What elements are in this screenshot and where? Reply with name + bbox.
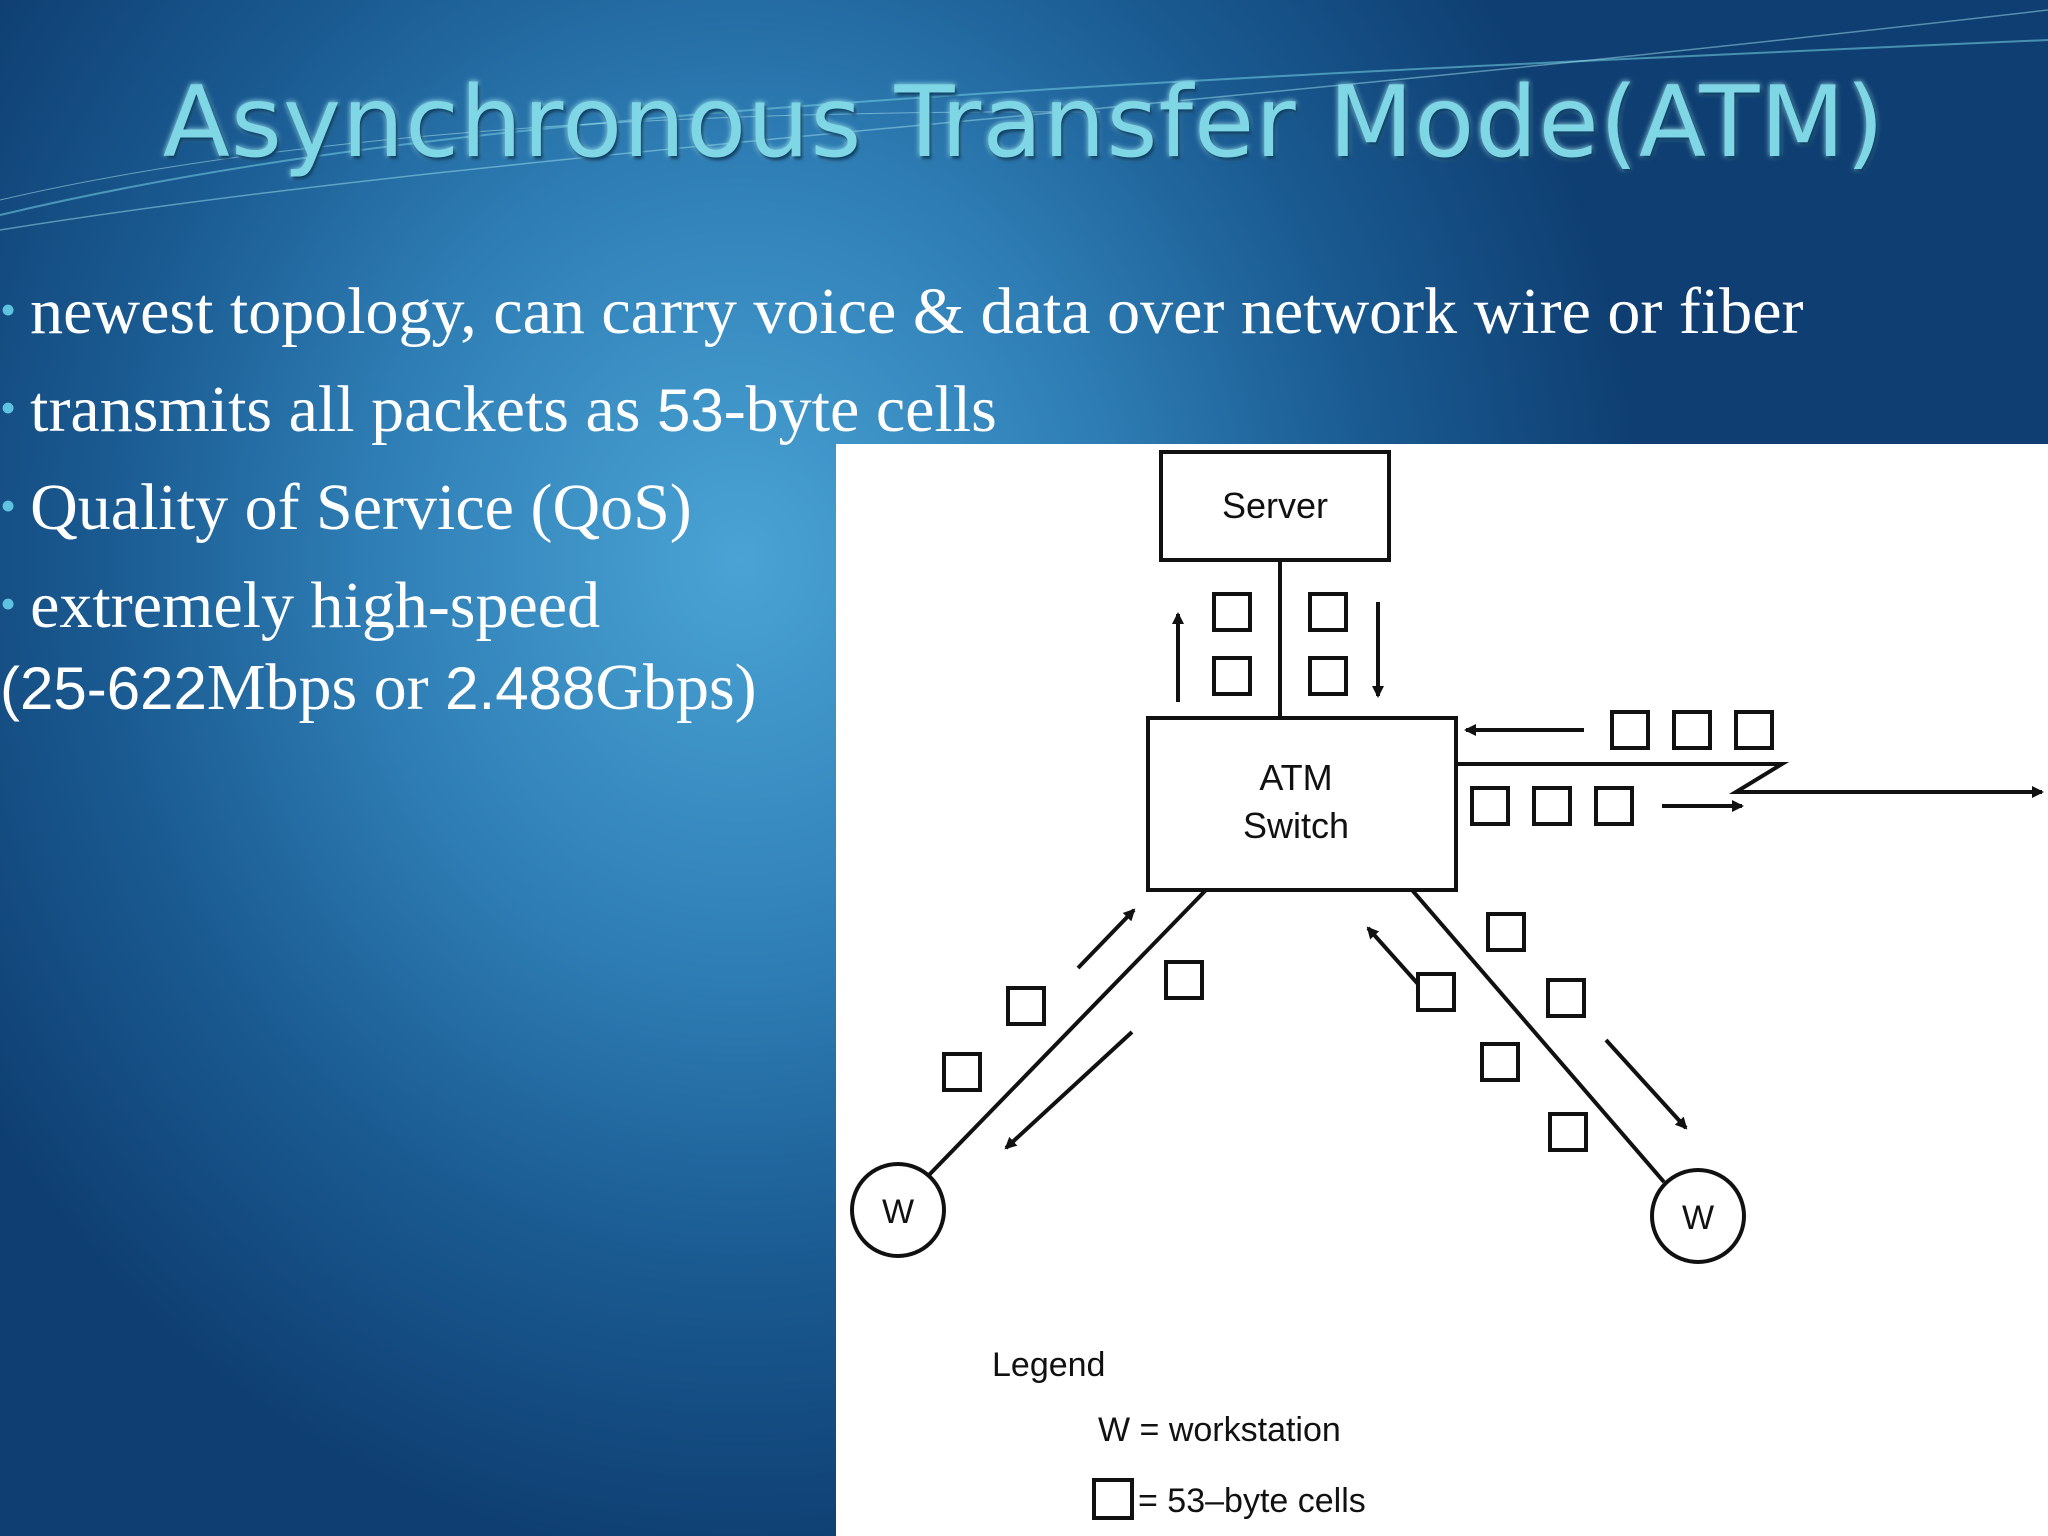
bullet-text: Quality of Service (QoS) bbox=[30, 471, 692, 544]
diagram-canvas: Server ATM Switch bbox=[850, 450, 2044, 1520]
speed-unit: Gbps) bbox=[595, 651, 757, 724]
server-node: Server bbox=[1159, 450, 1391, 562]
bullet-item: • Quality of Service (QoS) bbox=[0, 468, 692, 554]
bullet-dot-icon: • bbox=[0, 480, 17, 531]
left-workstation-link bbox=[926, 888, 1208, 1178]
workstation-right: W bbox=[1650, 1168, 1746, 1264]
workstation-left-label: W bbox=[882, 1193, 914, 1231]
cell-group-server bbox=[1212, 592, 1348, 696]
bullet-item: • newest topology, can carry voice & data… bbox=[0, 272, 1803, 358]
diagonal-down-right-arrow-icon bbox=[1604, 1038, 1688, 1130]
bullet-text: newest topology, can carry voice & data … bbox=[30, 275, 1804, 348]
bullet-dot-icon: • bbox=[0, 578, 17, 629]
bullet-continuation: (25-622Mbps or 2.488Gbps) bbox=[0, 648, 757, 729]
cell-group-left bbox=[942, 960, 1204, 1092]
speed-unit: Mbps or bbox=[206, 651, 446, 724]
bullet-item: • transmits all packets as 53-byte cells bbox=[0, 370, 997, 456]
cell-group-incoming bbox=[1610, 710, 1774, 750]
cell-group-right bbox=[1416, 912, 1588, 1152]
outgoing-link bbox=[1456, 762, 2044, 798]
atm-switch-node: ATM Switch bbox=[1146, 716, 1458, 892]
bullet-number: 53 bbox=[656, 377, 724, 444]
slide-title: Asynchronous Transfer Mode(ATM) bbox=[162, 66, 1886, 180]
bullet-dot-icon: • bbox=[0, 284, 17, 335]
speed-value: 2.488 bbox=[445, 655, 596, 722]
diagram-legend: Legend W = workstation = 53–byte cells bbox=[992, 1346, 1366, 1520]
workstation-right-label: W bbox=[1682, 1199, 1714, 1237]
legend-title: Legend bbox=[992, 1346, 1105, 1384]
legend-cell-icon bbox=[1092, 1478, 1134, 1520]
bullet-dot-icon: • bbox=[0, 382, 17, 433]
bullet-item: • extremely high-speed bbox=[0, 566, 600, 652]
diagonal-up-left-arrow-icon bbox=[1366, 926, 1420, 986]
workstation-left: W bbox=[850, 1162, 946, 1258]
legend-cell: = 53–byte cells bbox=[1138, 1482, 1366, 1520]
decorative-swoosh bbox=[0, 9, 2048, 231]
switch-label-line1: ATM bbox=[1259, 757, 1332, 798]
switch-label-line2: Switch bbox=[1243, 805, 1349, 846]
right-workstation-link bbox=[1410, 888, 1666, 1184]
bullet-text: -byte cells bbox=[723, 373, 997, 446]
speed-range: (25-622 bbox=[0, 655, 207, 722]
diagonal-down-arrow-icon bbox=[1004, 1030, 1134, 1150]
bullet-text: extremely high-speed bbox=[30, 569, 601, 642]
bullet-text: transmits all packets as bbox=[30, 373, 657, 446]
cell-group-outgoing bbox=[1470, 786, 1634, 826]
atm-network-diagram: Server ATM Switch bbox=[836, 444, 2048, 1536]
legend-workstation: W = workstation bbox=[1098, 1411, 1341, 1449]
server-label: Server bbox=[1222, 485, 1328, 526]
diagonal-up-arrow-icon bbox=[1076, 908, 1136, 970]
